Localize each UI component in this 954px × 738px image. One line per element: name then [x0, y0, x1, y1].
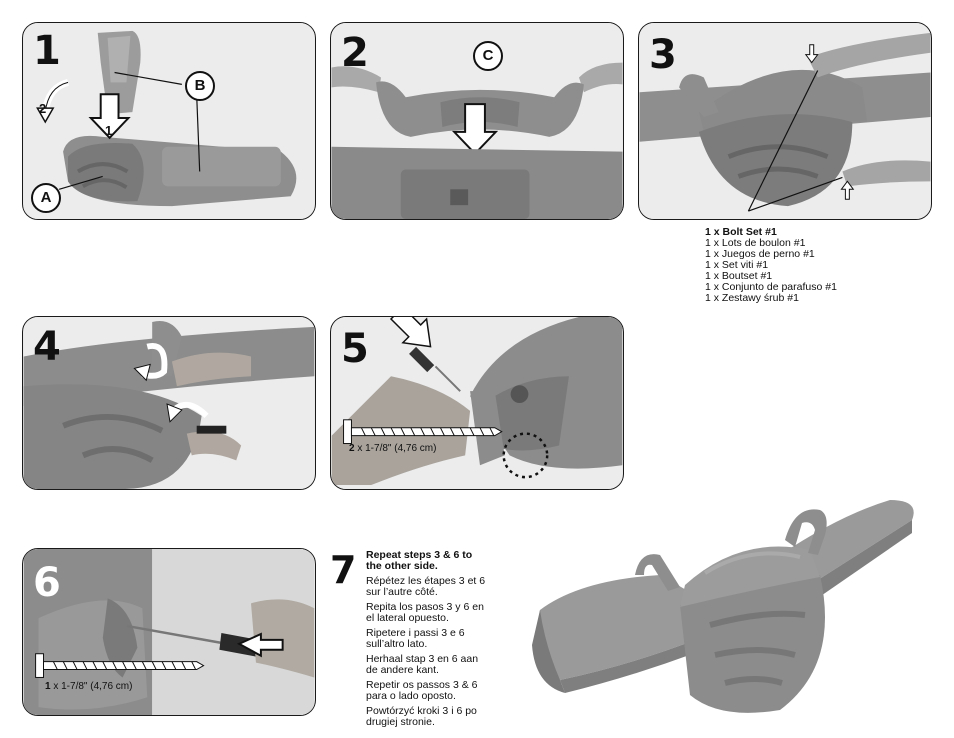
- screw-size: x 1-7/8" (4,76 cm): [354, 443, 437, 454]
- assembled-seesaw-image: [532, 500, 914, 713]
- step-number: 7: [330, 548, 357, 592]
- step-number: 2: [341, 30, 369, 76]
- arrow-label-1: 1: [105, 123, 113, 138]
- step-1-illustration: [23, 23, 315, 219]
- instruction-english: Repeat steps 3 & 6 to the other side.: [366, 549, 473, 572]
- step-7-instructions: Repeat steps 3 & 6 to the other side. Ré…: [366, 550, 486, 732]
- arrow-label-2: 2: [39, 101, 47, 116]
- callout-b: B: [185, 71, 215, 101]
- bolt-set-heading: 1 x Bolt Set #1: [705, 226, 777, 238]
- instruction-portuguese: Repetir os passos 3 & 6 para o lado opos…: [366, 679, 478, 702]
- screw-label: 2 x 1-7/8" (4,76 cm): [349, 443, 436, 454]
- step-3-illustration: [639, 23, 931, 219]
- bolt-set-line: 1 x Juegos de perno #1: [705, 248, 815, 260]
- callout-a: A: [31, 183, 61, 213]
- bolt-set-line: 1 x Boutset #1: [705, 270, 773, 282]
- bolt-set-line: 1 x Conjunto de parafuso #1: [705, 281, 837, 293]
- instruction-dutch: Herhaal stap 3 en 6 aan de andere kant.: [366, 653, 479, 676]
- screw-size: x 1-7/8" (4,76 cm): [50, 681, 133, 692]
- step-4-panel: 4: [22, 316, 316, 490]
- step-number: 1: [33, 28, 61, 74]
- step-number: 6: [33, 560, 61, 606]
- step-6-illustration: [23, 549, 315, 715]
- step-6-panel: 6 1 x 1-7/8" (4,76 cm): [22, 548, 316, 716]
- instruction-polish: Powtórzyć kroki 3 i 6 po drugiej stronie…: [366, 705, 477, 728]
- bolt-set-list: 1 x Bolt Set #1 1 x Lots de boulon #1 1 …: [705, 227, 837, 304]
- screw-quantity: 2: [349, 443, 355, 454]
- step-number: 3: [649, 32, 677, 78]
- step-4-illustration: [23, 317, 315, 489]
- instruction-french: Répétez les étapes 3 et 6 sur l’autre cô…: [366, 575, 486, 598]
- bolt-set-line: 1 x Zestawy śrub #1: [705, 292, 799, 304]
- step-3-panel: 3: [638, 22, 932, 220]
- instruction-italian: Ripetere i passi 3 e 6 sull’altro lato.: [366, 627, 465, 650]
- instruction-spanish: Repita los pasos 3 y 6 en el lateral opu…: [366, 601, 484, 624]
- callout-c: C: [473, 41, 503, 71]
- screw-label: 1 x 1-7/8" (4,76 cm): [45, 681, 132, 692]
- screw-quantity: 1: [45, 681, 51, 692]
- step-5-illustration: [331, 317, 623, 489]
- step-2-panel: 2 C: [330, 22, 624, 220]
- bolt-set-line: 1 x Lots de boulon #1: [705, 237, 806, 249]
- step-number: 4: [33, 324, 61, 370]
- step-5-panel: 5 2 x 1-7/8" (4,76 cm): [330, 316, 624, 490]
- bolt-set-line: 1 x Set viti #1: [705, 259, 769, 271]
- step-2-illustration: [331, 23, 623, 219]
- step-1-panel: 1 B A 1 2: [22, 22, 316, 220]
- step-number: 5: [341, 326, 369, 372]
